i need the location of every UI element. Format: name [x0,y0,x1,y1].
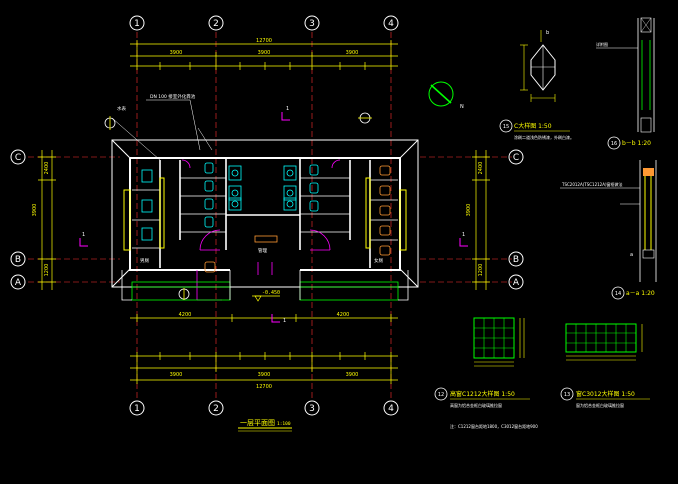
axis-bubbles-bottom [129,400,399,416]
leader-notes [111,99,213,161]
detail-12: 12 高窗C1212大样图 1:50 高窗为铝合金框白玻璃推拉窗 注：C1212… [434,317,538,429]
detail-16-title: b－b 1:20 [622,140,651,147]
axis-label-bottom-3: 3 [309,404,315,414]
detail-13-number: 13 [564,392,570,398]
fixtures-center [228,164,319,212]
detail-15-title: C大样图 1:50 [514,122,552,130]
detail-13-note: 窗为铝合金框白玻璃推拉窗 [576,402,624,408]
detail-14-number: 14 [615,291,621,297]
ramps [121,270,409,301]
axis-label-bottom-1: 1 [134,404,140,414]
plan-title-text: 一层平面图 [240,419,275,427]
axis-label-top-3: 3 [309,19,315,29]
section-mark-top: 1 [286,106,289,112]
section-mark-left: 1 [82,232,85,238]
axis-label-bottom-4: 4 [388,404,394,414]
detail-16: 详附图 16 b－b 1:20 [596,17,655,150]
fixtures-right [379,165,391,256]
plan-title: 一层平面图 1:100 [238,419,292,432]
dim-bottom-axis-2: 3900 [258,372,271,378]
windows [123,177,407,251]
axis-label-top-1: 1 [134,19,140,29]
dim-top-axis-2: 3900 [258,50,271,56]
detail-12-note: 高窗为铝合金框白玻璃推拉窗 [450,402,502,408]
dim-right-1: 3900 [466,204,472,217]
dim-top-axis-3: 3900 [346,50,359,56]
axis-label-right-b: B [513,255,519,265]
dim-bottom-total: 12700 [256,384,272,390]
detail-15-note: 涂刷二道浅色防锈漆，外刷白漆。 [514,134,574,140]
axis-bubbles-left [10,149,26,290]
bottom-note: 注：C1212窗台距地1800，C3012窗台距地900 [450,423,538,429]
north-arrow: N [428,81,464,110]
dim-bottom [130,314,398,384]
dim-bottom-axis-1: 3900 [170,372,183,378]
axis-grid-lines [28,32,512,400]
detail-12-title: 高窗C1212大样图 1:50 [450,390,515,398]
detail-16-note: 详附图 [596,41,608,47]
level-marker: -0.450 [252,290,280,302]
section-marks [79,112,468,323]
axis-label-top-4: 4 [388,19,394,29]
axis-label-top-2: 2 [213,19,219,29]
fixtures-lower [204,235,278,273]
detail-15: b 15 C大样图 1:50 涂刷二道浅色防锈漆，外刷白漆。 [499,30,574,140]
dim-left-1: 3900 [32,204,38,217]
axis-label-left-b: B [15,255,21,265]
detail-13: 13 窗C3012大样图 1:50 窗为铝合金框白玻璃推拉窗 [560,323,650,408]
axis-bubbles-right [508,149,524,290]
room-label-mid: 管理 [258,247,267,254]
detail-12-number: 12 [438,392,444,398]
stall-partitions [132,177,398,249]
north-label: N [460,104,464,110]
dim-side [38,150,490,290]
detail-16-number: 16 [611,141,617,147]
axis-label-left-a: A [15,278,22,288]
detail-13-title: 窗C3012大样图 1:50 [576,390,635,398]
level-mark-text: -0.450 [262,290,280,296]
detail-14: TSC2012A(TSC1212A)窗框做法 a 14 a－a 1:20 [560,160,657,300]
room-label-female: 女厕 [374,257,383,264]
detail-14-a: a [630,252,633,258]
dim-mid-left: 4200 [179,312,192,318]
note-meter: 水表 [117,105,126,112]
axis-label-right-c: C [513,153,519,163]
dim-top [130,40,398,70]
fixtures-left [141,162,214,241]
marker-ticks [109,116,372,300]
dim-left-3: 1200 [44,264,50,277]
section-mark-right: 1 [462,232,465,238]
section-mark-bottom: 1 [283,318,286,324]
detail-15-b: b [546,30,549,36]
roof-outline [111,139,419,288]
dim-left-2: 2400 [44,162,50,175]
dim-right-2: 2400 [478,162,484,175]
dim-bottom-axis-3: 3900 [346,372,359,378]
dim-right-3: 1200 [478,264,484,277]
detail-14-title: a－a 1:20 [626,290,655,297]
dim-mid-right: 4200 [337,312,350,318]
dim-top-axis-1: 3900 [170,50,183,56]
plan-title-scale: 1:100 [277,421,291,427]
room-label-male: 男厕 [140,258,149,264]
note-pipe: DN 100 接室外化粪池 [150,93,196,100]
axis-label-bottom-2: 2 [213,404,219,414]
axis-label-right-a: A [513,278,520,288]
dim-top-total: 12700 [256,38,272,44]
detail-15-number: 15 [503,124,509,130]
axis-label-left-c: C [15,153,21,163]
detail-14-note: TSC2012A(TSC1212A)窗框做法 [561,181,623,187]
axis-bubbles-top [129,15,399,31]
